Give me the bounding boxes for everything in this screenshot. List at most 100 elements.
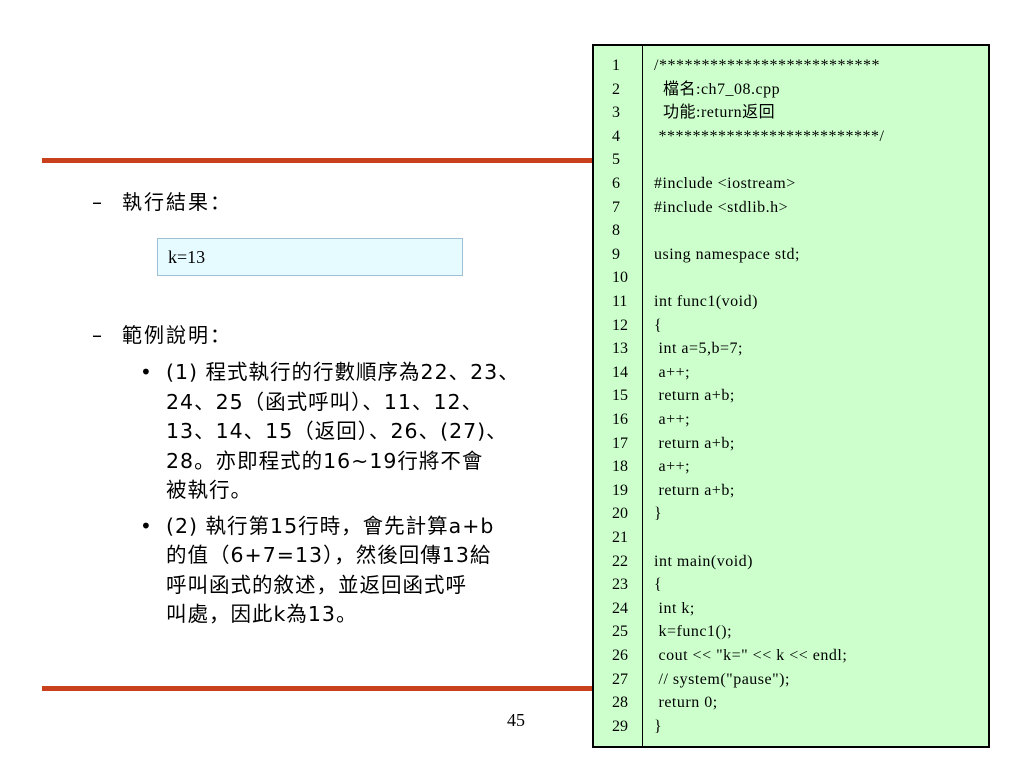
line-number: 3 <box>612 104 620 122</box>
bullet-line: 28。亦即程式的16~19行將不會 <box>166 448 484 473</box>
line-number: 1 <box>612 57 620 74</box>
code-row: 28 return 0; <box>594 691 988 715</box>
code-text: k=func1(); <box>654 623 733 641</box>
bullet-dot-icon: • <box>140 360 153 384</box>
code-text: using namespace std; <box>654 245 800 263</box>
heading-dash: – <box>92 190 104 214</box>
code-text: /************************** <box>654 57 880 74</box>
top-divider <box>42 158 990 163</box>
line-number-gutter <box>594 46 643 746</box>
bullet-dot-icon: • <box>140 513 153 538</box>
code-text: return a+b; <box>654 387 735 405</box>
line-number: 16 <box>612 411 628 428</box>
code-row: 4 **************************/ <box>594 125 988 149</box>
explain-heading-text: 範例說明： <box>122 323 232 347</box>
bullet-line: 24、25（函式呼叫）、11、12、 <box>166 389 484 414</box>
line-number: 24 <box>612 599 628 617</box>
code-row: 20} <box>594 502 988 526</box>
explanation-bullet: • (2) 執行第15行時，會先計算a+b 的值（6+7=13），然後回傳13給呼叫… <box>140 512 600 630</box>
code-row: 2 檔名:ch7_08.cpp <box>594 78 988 102</box>
code-text: a++; <box>654 363 691 381</box>
bullet-line: 呼叫函式的敘述，並返回函式呼 <box>166 572 467 597</box>
explain-heading: –範例說明： <box>92 319 232 348</box>
code-row: 6 #include <iostream> <box>594 172 988 196</box>
line-number: 25 <box>612 623 628 641</box>
line-number: 28 <box>612 694 628 712</box>
line-number: 29 <box>612 717 628 735</box>
code-row: 24 int k; <box>594 597 988 621</box>
code-row: 8 <box>594 219 988 243</box>
bullet-line: 叫處，因此k為13。 <box>166 602 358 626</box>
code-row: 29} <box>594 715 988 739</box>
result-heading-text: 執行結果： <box>122 190 232 214</box>
code-row: 22 int main(void) <box>594 550 988 574</box>
code-row: 25 k=func1(); <box>594 620 988 644</box>
code-row: 27 // system("pause"); <box>594 668 988 692</box>
code-text: { <box>654 316 663 334</box>
code-row: 23 { <box>594 573 988 597</box>
code-row: 18 a++; <box>594 455 988 479</box>
line-number: 18 <box>612 458 628 476</box>
line-number: 26 <box>612 647 628 664</box>
line-number: 11 <box>612 293 628 310</box>
code-text: { <box>654 576 663 594</box>
code-text: int main(void) <box>654 552 753 570</box>
line-number: 9 <box>612 245 620 263</box>
code-text: } <box>654 717 663 735</box>
code-row: 19 return a+b; <box>594 479 988 503</box>
line-number: 23 <box>612 576 628 594</box>
bullet-line: 的值（6+7=13），然後回傳13給 <box>166 543 492 567</box>
code-row: 13 int a=5,b=7; <box>594 337 988 361</box>
result-heading: –執行結果： <box>92 186 232 215</box>
code-text: return a+b; <box>654 481 735 499</box>
code-row: 5 <box>594 148 988 172</box>
code-text: return a+b; <box>654 434 735 452</box>
explanation-bullet: • (1) 程式執行的行數順序為22、23、 24、25（函式呼叫）、11、12、 1… <box>140 358 600 506</box>
bullet-line: (1) 程式執行的行數順序為22、23、 <box>166 360 520 384</box>
code-listing-panel: 1 /************************** 2 檔名:ch7_08.… <box>592 44 990 748</box>
code-text: } <box>654 505 663 523</box>
code-row: 14 a++; <box>594 361 988 385</box>
code-text: 檔名:ch7_08.cpp <box>654 80 781 98</box>
code-row: 11 int func1(void) <box>594 290 988 314</box>
line-number: 7 <box>612 198 620 216</box>
code-row: 17 return a+b; <box>594 432 988 456</box>
line-number: 12 <box>612 316 628 334</box>
code-text: return 0; <box>654 694 718 712</box>
result-output-text: k=13 <box>168 247 206 267</box>
line-number: 13 <box>612 340 628 358</box>
explanation-bullets: • (1) 程式執行的行數順序為22、23、 24、25（函式呼叫）、11、12、 1… <box>140 358 600 630</box>
line-number: 2 <box>612 80 620 98</box>
line-number: 22 <box>612 552 628 570</box>
bottom-divider <box>42 686 990 691</box>
code-row: 16 a++; <box>594 408 988 432</box>
line-number: 21 <box>612 529 628 546</box>
line-number: 5 <box>612 151 620 169</box>
code-row: 21 <box>594 526 988 550</box>
page-number: 45 <box>507 710 525 730</box>
code-text: #include <iostream> <box>654 175 796 192</box>
code-text: int k; <box>654 599 695 617</box>
code-row: 26 cout << "k=" << k << endl; <box>594 644 988 668</box>
line-number: 14 <box>612 363 628 381</box>
code-text: #include <stdlib.h> <box>654 198 789 216</box>
code-row: 15 return a+b; <box>594 384 988 408</box>
line-number: 8 <box>612 222 620 240</box>
line-number: 10 <box>612 269 628 287</box>
code-text: cout << "k=" << k << endl; <box>654 647 848 664</box>
code-text: a++; <box>654 411 691 428</box>
bullet-line: 被執行。 <box>166 478 252 502</box>
code-row: 3 功能:return返回 <box>594 101 988 125</box>
heading-dash: – <box>92 323 104 347</box>
code-text: int a=5,b=7; <box>654 340 743 358</box>
line-number: 6 <box>612 175 620 192</box>
code-text: int func1(void) <box>654 293 758 310</box>
code-text: 功能:return返回 <box>654 104 776 122</box>
line-number: 15 <box>612 387 628 405</box>
code-row: 10 <box>594 266 988 290</box>
code-text: **************************/ <box>654 127 885 145</box>
line-number: 17 <box>612 434 628 452</box>
bullet-line: (2) 執行第15行時，會先計算a+b <box>166 513 495 538</box>
bullet-line: 13、14、15（返回）、26、(27)、 <box>166 419 508 443</box>
code-row: 12 { <box>594 314 988 338</box>
